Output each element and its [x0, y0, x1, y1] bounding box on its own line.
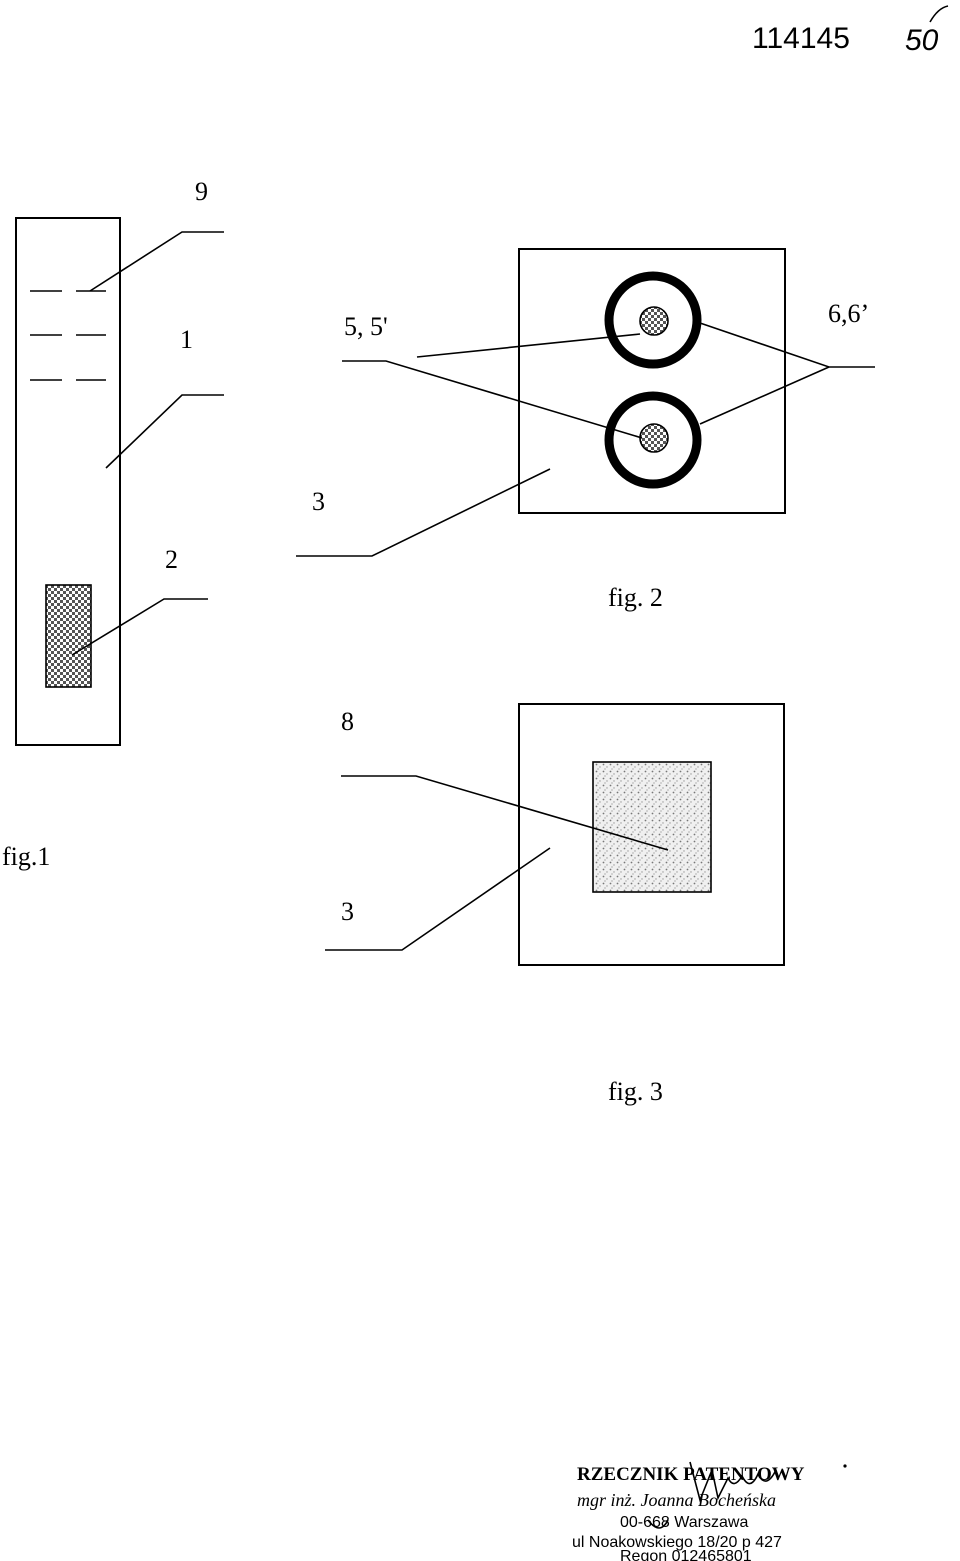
handwritten-stroke — [929, 5, 949, 23]
label-6: 6,6’ — [828, 299, 869, 328]
ring-upper — [604, 271, 702, 369]
stamp-regon: Regon 012465801 — [620, 1548, 752, 1561]
reagent-square — [592, 761, 712, 893]
fig3-caption: fig. 3 — [608, 1077, 663, 1106]
test-strip — [15, 217, 121, 746]
label-1: 1 — [180, 325, 193, 354]
stamp-postcode: 00-668 Warszawa — [620, 1514, 748, 1531]
leader-5-upper — [416, 333, 641, 358]
fig1-drawing — [15, 217, 224, 746]
fig2-drawing — [296, 248, 875, 557]
document-number: 114145 — [752, 22, 850, 55]
fig1-caption: fig.1 — [2, 842, 50, 871]
leader-5-lower — [342, 360, 643, 439]
leader-3-fig3 — [325, 847, 551, 951]
label-9: 9 — [195, 177, 208, 206]
label-2: 2 — [165, 545, 178, 574]
fig3-drawing — [325, 703, 785, 966]
fig3-base-plate — [518, 703, 785, 966]
stamp-name: mgr inż. Joanna Bocheńska — [577, 1490, 776, 1510]
fig2-base-plate — [518, 248, 786, 514]
stamp-street: ul Noakowskiego 18/20 p 427 — [572, 1534, 782, 1551]
leader-6-lower — [699, 366, 830, 425]
spot-upper — [639, 306, 669, 336]
leader-3-fig2 — [296, 468, 551, 557]
attorney-stamp: RZECZNIK PATENTOWY mgr inż. Joanna Boche… — [572, 1461, 847, 1561]
handwritten-signature — [647, 1461, 777, 1529]
sample-pad — [45, 584, 92, 688]
leader-8 — [341, 775, 669, 851]
handwritten-note: 50 — [905, 24, 939, 57]
leader-6-upper — [699, 322, 875, 368]
leader-2 — [71, 598, 208, 656]
label-3-fig3: 3 — [341, 897, 354, 926]
label-8: 8 — [341, 707, 354, 736]
stamp-title: RZECZNIK PATENTOWY — [577, 1464, 805, 1485]
label-5: 5, 5' — [344, 312, 388, 341]
stamp-dot — [843, 1464, 847, 1468]
leader-1 — [105, 394, 224, 469]
leader-9 — [89, 231, 224, 292]
spot-lower — [639, 423, 669, 453]
ring-lower — [604, 391, 702, 489]
label-3-fig2: 3 — [312, 487, 325, 516]
fig2-caption: fig. 2 — [608, 583, 663, 612]
